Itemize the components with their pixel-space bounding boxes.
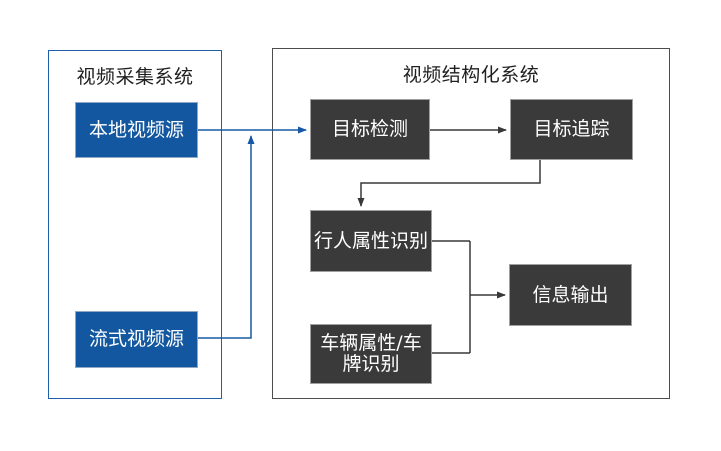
node-label: 行人属性识别 [313, 229, 428, 252]
node-label: 信息输出 [532, 283, 609, 306]
group-video-structuring-system: 视频结构化系统 [272, 48, 670, 399]
node-label: 本地视频源 [88, 118, 184, 141]
node-local-video-source: 本地视频源 [75, 102, 198, 158]
node-label: 目标追踪 [533, 118, 610, 140]
node-pedestrian-attribute-recognition: 行人属性识别 [310, 210, 432, 272]
node-stream-video-source: 流式视频源 [75, 311, 198, 368]
node-label: 车辆属性/车牌识别 [320, 332, 422, 375]
group-title-video-structuring: 视频结构化系统 [402, 64, 540, 86]
node-object-detection: 目标检测 [310, 99, 430, 160]
node-vehicle-attribute-plate-recognition: 车辆属性/车牌识别 [310, 324, 432, 384]
group-title-video-capture: 视频采集系统 [76, 66, 194, 88]
node-label: 目标检测 [331, 118, 408, 140]
node-label: 流式视频源 [88, 328, 184, 350]
node-info-output: 信息输出 [509, 264, 632, 326]
node-object-tracking: 目标追踪 [510, 99, 633, 160]
